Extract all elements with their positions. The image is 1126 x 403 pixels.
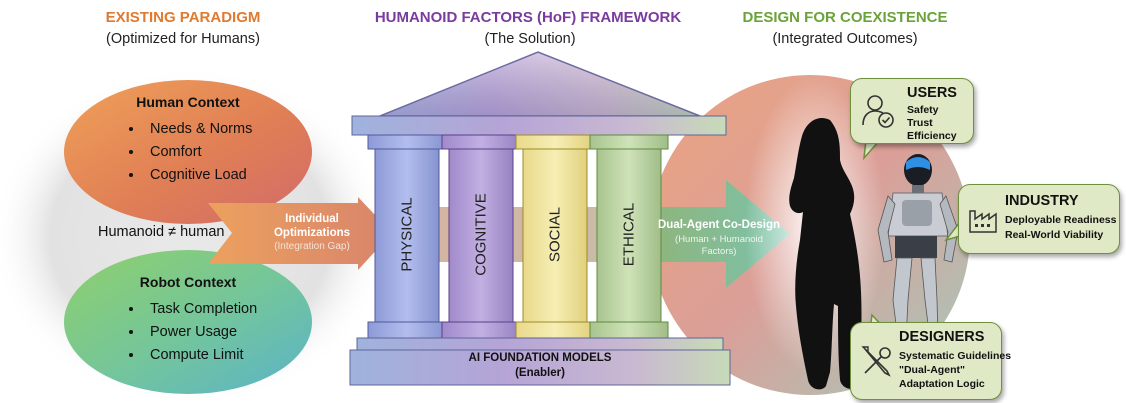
factory-icon <box>969 210 997 233</box>
dual-agent-subtitle: (Human + Humanoid Factors) <box>675 234 763 257</box>
integration-gap-subtitle: (Integration Gap) <box>274 241 350 252</box>
foundation-label: AI FOUNDATION MODELS (Enabler) <box>350 351 730 381</box>
designers-callout: DESIGNERS Systematic Guidelines "Dual-Ag… <box>850 322 1011 400</box>
designers-callout-line: Systematic Guidelines <box>899 350 1012 362</box>
users-callout-line: Trust <box>907 117 933 129</box>
users-callout: USERS Safety Trust Efficiency <box>850 78 974 144</box>
foundation-subtitle: (Enabler) <box>515 367 565 379</box>
list-item: Comfort <box>144 141 252 164</box>
robot-context-bubble <box>64 250 312 394</box>
designers-callout-title: DESIGNERS <box>899 329 985 345</box>
list-item: Compute Limit <box>144 344 257 367</box>
list-item: Needs & Norms <box>144 118 252 141</box>
designers-callout-line: Adaptation Logic <box>899 378 985 390</box>
list-item: Cognitive Load <box>144 164 252 187</box>
list-item: Task Completion <box>144 298 257 321</box>
individual-optimizations-label: Individual Optimizations (Integration Ga… <box>256 212 368 253</box>
header-hof-framework-title: HUMANOID FACTORS (HoF) FRAMEWORK <box>374 9 682 26</box>
industry-callout-line: Deployable Readiness <box>1005 214 1117 226</box>
individual-optimizations-arrow <box>208 197 392 270</box>
pillar-label-social: SOCIAL <box>546 206 564 263</box>
users-callout-title: USERS <box>907 85 957 101</box>
header-design-coexistence-subtitle: (Integrated Outcomes) <box>772 31 918 47</box>
individual-optimizations-title: Individual Optimizations <box>273 213 351 239</box>
pillar-physical <box>367 134 447 339</box>
pillar-label-cognitive: COGNITIVE <box>472 193 490 276</box>
users-callout-line: Efficiency <box>907 130 957 142</box>
human-context-list: Needs & Norms Comfort Cognitive Load <box>122 118 252 187</box>
roof-beam <box>351 115 727 136</box>
dual-agent-label: Dual-Agent Co-Design (Human + Humanoid F… <box>655 218 783 258</box>
designers-callout-line: "Dual-Agent" <box>899 364 965 376</box>
pillar-label-ethical: ETHICAL <box>620 202 638 267</box>
human-context-title: Human Context <box>136 94 240 110</box>
foundation-top-step <box>356 337 724 351</box>
users-callout-line: Safety <box>907 104 939 116</box>
header-existing-paradigm-subtitle: (Optimized for Humans) <box>106 31 260 47</box>
header-hof-framework-subtitle: (The Solution) <box>484 31 576 47</box>
foundation-base <box>349 349 731 386</box>
pillar-social <box>515 134 595 339</box>
industry-callout-line: Real-World Viability <box>1005 229 1104 241</box>
user-check-icon <box>862 95 894 128</box>
dual-agent-title: Dual-Agent Co-Design <box>657 219 781 231</box>
foundation-title: AI FOUNDATION MODELS <box>468 352 612 364</box>
human-context-bubble <box>64 80 312 224</box>
robot-context-list: Task Completion Power Usage Compute Limi… <box>122 298 257 367</box>
humanoid-not-human-label: Humanoid ≠ human <box>98 224 225 240</box>
robot-context: Robot Context Task Completion Power Usag… <box>64 252 312 392</box>
industry-callout-title: INDUSTRY <box>1005 193 1079 209</box>
pillar-label-physical: PHYSICAL <box>398 197 416 272</box>
header-existing-paradigm-title: EXISTING PARADIGM <box>105 9 261 26</box>
woman-silhouette <box>789 117 862 390</box>
humanoid-robot <box>877 154 959 348</box>
industry-callout: INDUSTRY Deployable Readiness Real-World… <box>958 184 1120 254</box>
human-context: Human Context Needs & Norms Comfort Cogn… <box>64 82 312 222</box>
list-item: Power Usage <box>144 321 257 344</box>
header-design-coexistence-title: DESIGN FOR COEXISTENCE <box>742 9 948 26</box>
tools-pencil-icon <box>861 346 891 377</box>
robot-context-title: Robot Context <box>139 274 237 290</box>
